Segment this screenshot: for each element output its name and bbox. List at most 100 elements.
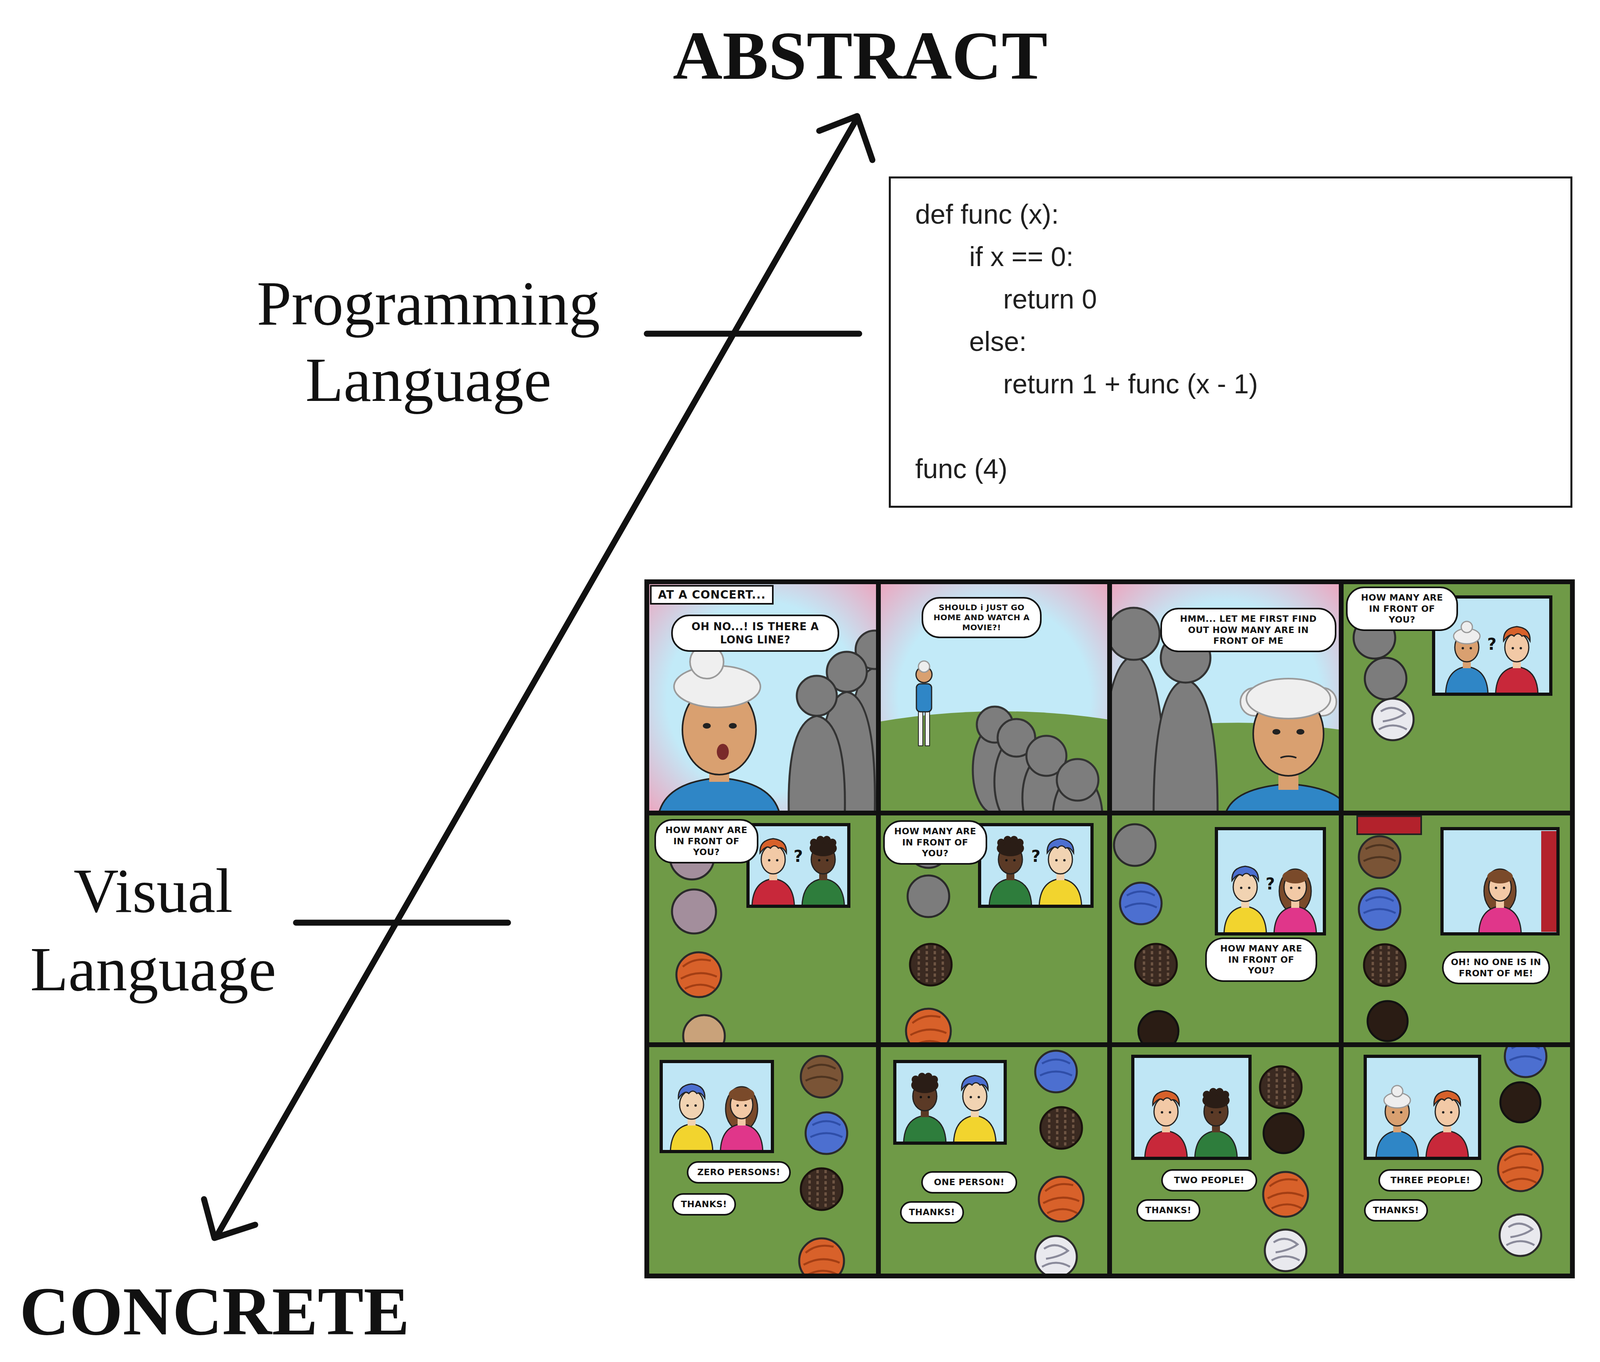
bubble-text: HOW MANY ARE IN FRONT OF YOU? [663,824,750,858]
illustration-part [1364,657,1407,700]
speech-bubble: SHOULD i JUST GO HOME AND WATCH A MOVIE?… [921,596,1042,638]
comic-panel [1341,812,1573,1045]
bubble-text: ONE PERSON! [930,1176,1009,1188]
label-text: ? [1031,846,1041,866]
label-text: ? [1265,874,1275,893]
illustration-part [670,1083,713,1152]
speech-bubble: THREE PEOPLE! [1378,1168,1483,1192]
illustration-part [720,1086,763,1152]
illustration-part [1442,828,1558,934]
woman [916,660,932,746]
axis-label: Visual Language [7,851,300,1009]
code-line: return 0 [1003,277,1555,320]
code-box: def func (x):if x == 0:return 0else:retu… [888,176,1573,508]
woman [658,644,780,814]
question-mark: ? [1265,874,1275,893]
illustration-part [1365,1056,1480,1158]
label-text: ? [793,846,803,866]
comic-panel [1109,1044,1342,1276]
comic-panel [1109,812,1342,1051]
illustration-part [296,333,860,923]
illustration-part [1495,626,1538,694]
question-mark: ? [1031,846,1041,866]
comic-panel [878,1044,1110,1278]
illustration-part [903,1072,946,1143]
illustration-part [910,943,952,986]
illustration-part [894,1061,1006,1143]
bubble-text: OH NO...! IS THERE A LONG LINE? [680,620,831,646]
illustration-part [1498,1146,1543,1191]
speech-bubble: THANKS! [1136,1198,1201,1222]
illustration-part [1132,1056,1250,1158]
caption-text: AT A CONCERT... [658,588,766,602]
illustration-part [1296,728,1305,735]
illustration-part [1035,1235,1077,1278]
speech-bubble: ZERO PERSONS! [686,1160,791,1184]
illustration-part [646,1044,879,1276]
illustration-part [1135,943,1177,986]
illustration-part [1216,828,1325,934]
illustration-part [796,675,837,716]
illustration-part [1132,1056,1250,1158]
illustration-part [1264,1229,1307,1271]
speech-bubble: THANKS! [900,1200,964,1224]
illustration-part [918,660,930,672]
illustration-part [661,1061,773,1152]
bubble-text: HMM... LET ME FIRST FIND OUT HOW MANY AR… [1169,613,1328,647]
illustration-part [1478,868,1522,934]
code-line: else: [969,320,1555,363]
axis-label: Programming Language [216,265,641,418]
illustration-part [658,777,780,814]
illustration-part [646,581,1573,1276]
illustration-part [1504,1035,1547,1077]
comic-panel [646,812,879,1057]
illustration-part [1341,581,1573,814]
bubble-text: THANKS! [1372,1204,1420,1216]
illustration-part [1272,728,1281,735]
illustration-part [878,812,1110,1045]
illustration-part [1038,1176,1084,1222]
code-line: func (4) [915,447,1555,490]
illustration-part [1358,888,1401,930]
illustration-part [672,889,716,934]
illustration-part [878,1044,1110,1276]
illustration-part [1194,1087,1238,1158]
bubble-text: THANKS! [1145,1204,1192,1216]
illustration-part [1365,1056,1480,1158]
axis-label: ABSTRACT [672,16,1048,96]
illustration-part [1246,678,1331,719]
illustration-part [1341,1044,1573,1276]
speech-bubble: ONE PERSON! [921,1170,1018,1194]
illustration-part [1357,816,1422,834]
illustration-part [1056,758,1099,801]
label-text: ABSTRACT [672,17,1048,94]
illustration-part [1364,944,1406,986]
code-line: return 1 + func (x - 1) [1003,362,1555,405]
comic-panel [1341,1035,1573,1276]
comic-panel [646,581,903,814]
illustration-part [1114,824,1156,866]
illustration-part [1263,1171,1308,1217]
illustration-part [1426,1090,1469,1158]
bubble-text: OH! NO ONE IS IN FRONT OF ME! [1450,956,1542,979]
illustration-part [702,722,711,729]
illustration-part [204,1198,256,1238]
label-text: ? [1487,634,1497,654]
comic-panel [646,1044,879,1283]
label-text: CONCRETE [19,1272,410,1349]
bubble-text: HOW MANY ARE IN FRONT OF YOU? [892,825,979,859]
illustration-part [1541,830,1557,932]
speech-bubble: HOW MANY ARE IN FRONT OF YOU? [1346,586,1458,631]
speech-bubble: HOW MANY ARE IN FRONT OF YOU? [883,820,988,865]
code-line: def func (x): [915,192,1555,236]
illustration-part [800,1055,843,1098]
speech-bubble: OH NO...! IS THERE A LONG LINE? [671,614,840,652]
bubble-text: SHOULD i JUST GO HOME AND WATCH A MOVIE?… [930,602,1033,633]
question-mark: ? [793,846,803,866]
illustration-part [918,709,923,746]
illustration-part [979,824,1092,906]
illustration-part [748,824,849,906]
bubble-text: THREE PEOPLE! [1387,1174,1474,1186]
illustration-part [661,1061,773,1152]
